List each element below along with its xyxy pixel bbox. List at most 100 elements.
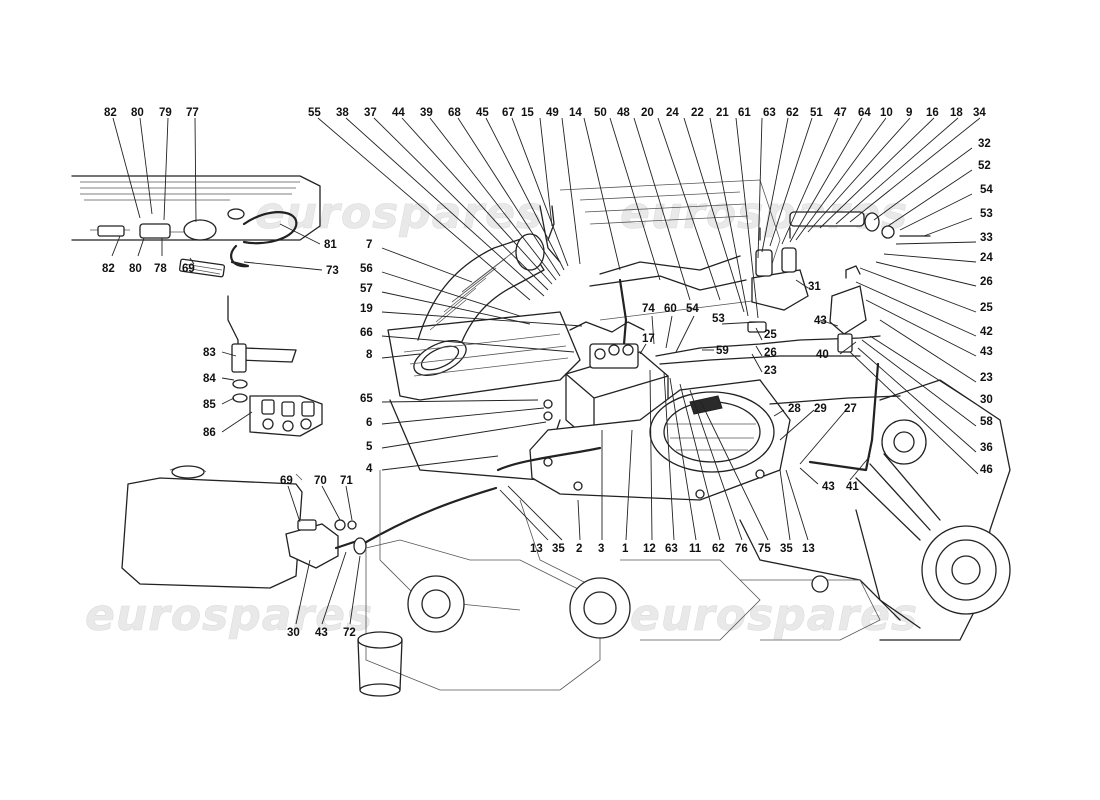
watermark-top-left: eurospares [255,188,543,239]
callout-17: 17 [642,333,655,345]
callout-23-center: 23 [764,365,777,377]
lower-left-block [357,539,631,697]
watermark-bottom-left: eurospares [85,590,373,641]
callout-85: 85 [203,399,216,411]
callout-26: 26 [980,276,993,288]
callout-12: 12 [643,543,656,555]
callout-64: 64 [858,107,871,119]
callout-53: 53 [980,208,993,220]
callout-54-center: 54 [686,303,699,315]
air-sensor-housing [529,379,791,501]
callout-73: 73 [326,265,339,277]
pulley-belt-drive [855,379,1011,641]
callout-46: 46 [980,464,993,476]
callout-43-center: 43 [814,315,827,327]
callout-70: 70 [314,475,327,487]
callout-25: 25 [980,302,993,314]
callout-24-right: 24 [980,252,993,264]
callout-52: 52 [978,160,991,172]
callout-76: 76 [735,543,748,555]
callout-63: 63 [763,107,776,119]
callout-77: 77 [186,107,199,119]
callout-67: 67 [502,107,515,119]
callout-40: 40 [816,349,829,361]
callout-21: 21 [716,107,729,119]
callout-11: 11 [689,543,702,555]
callout-25-center: 25 [764,329,777,341]
callout-68: 68 [448,107,461,119]
callout-47: 47 [834,107,847,119]
callout-51: 51 [810,107,823,119]
callout-41: 41 [846,481,859,493]
callout-43-lower: 43 [822,481,835,493]
callout-78: 78 [154,263,167,275]
callout-31: 31 [808,281,821,293]
callout-28: 28 [788,403,801,415]
callout-33: 33 [980,232,993,244]
callout-15: 15 [521,107,534,119]
callout-37: 37 [364,107,377,119]
callout-72: 72 [343,627,356,639]
warmup-regulator [747,227,809,333]
callout-53-center: 53 [712,313,725,325]
callout-66: 66 [360,327,373,339]
callout-14: 14 [569,107,582,119]
callout-48: 48 [617,107,630,119]
callout-13-bottom: 13 [802,543,815,555]
callout-62-bottom: 62 [712,543,725,555]
callout-45: 45 [476,107,489,119]
callout-62: 62 [786,107,799,119]
callout-30-right: 30 [980,394,993,406]
callout-18: 18 [950,107,963,119]
watermark-bottom-right: eurospares [630,590,918,641]
inset-cam-cover [71,175,321,278]
callout-80-lower: 80 [129,263,142,275]
callout-29: 29 [814,403,827,415]
callout-27: 27 [844,403,857,415]
callout-13: 13 [530,543,543,555]
callout-75: 75 [758,543,771,555]
callout-82-lower: 82 [102,263,115,275]
callout-74: 74 [642,303,655,315]
callout-69-lower: 69 [280,475,293,487]
callout-16: 16 [926,107,939,119]
callout-49: 49 [546,107,559,119]
callout-7: 7 [366,239,372,251]
aux-air-valve [121,465,367,589]
callout-84: 84 [203,373,216,385]
callout-24: 24 [666,107,679,119]
callout-10: 10 [880,107,893,119]
callout-50: 50 [594,107,607,119]
callout-39: 39 [420,107,433,119]
callout-61: 61 [738,107,751,119]
callout-79: 79 [159,107,172,119]
fuel-lines [354,205,901,550]
callout-71: 71 [340,475,353,487]
callout-55: 55 [308,107,321,119]
callout-30-lower: 30 [287,627,300,639]
lower-crankcase [379,470,901,641]
callout-35: 35 [552,543,565,555]
callout-44: 44 [392,107,405,119]
callout-60: 60 [664,303,677,315]
callout-20: 20 [641,107,654,119]
upper-engine-block [539,179,781,346]
pressure-regulator [789,211,931,353]
callout-labels: 82 80 79 77 81 73 82 80 78 69 83 84 85 8… [102,107,993,639]
callout-69-upper: 69 [182,263,195,275]
callout-54: 54 [980,184,993,196]
callout-63-bottom: 63 [665,543,678,555]
callout-36: 36 [980,442,993,454]
callout-59: 59 [716,345,729,357]
callout-43-bottom: 43 [315,627,328,639]
callout-1: 1 [622,543,629,555]
callout-19: 19 [360,303,373,315]
leader-lines [111,117,981,625]
callout-43-right: 43 [980,346,993,358]
callout-34: 34 [973,107,986,119]
callout-3: 3 [598,543,604,555]
callout-81: 81 [324,239,337,251]
callout-4: 4 [366,463,373,475]
callout-86: 86 [203,427,216,439]
